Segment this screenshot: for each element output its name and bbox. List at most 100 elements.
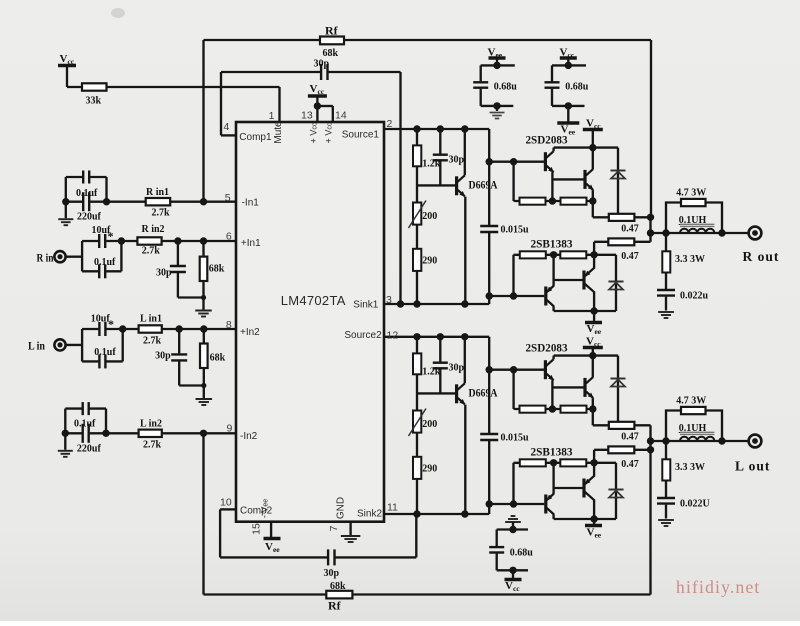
svg-text:30p: 30p <box>156 268 172 279</box>
svg-text:10: 10 <box>220 497 232 509</box>
svg-text:R in: R in <box>37 253 54 265</box>
svg-text:4.7 3W: 4.7 3W <box>676 188 706 199</box>
svg-text:2SD2083: 2SD2083 <box>526 341 568 355</box>
svg-text:+ Vcc: + Vcc <box>324 122 334 143</box>
svg-text:30p: 30p <box>324 568 340 579</box>
svg-text:68k: 68k <box>330 581 346 592</box>
svg-text:0.015u: 0.015u <box>501 433 530 444</box>
svg-text:Source1: Source1 <box>342 130 380 141</box>
svg-text:Mute: Mute <box>273 121 284 144</box>
svg-text:2.7k: 2.7k <box>143 440 162 451</box>
svg-text:Vee: Vee <box>587 527 602 540</box>
svg-text:GND: GND <box>336 497 347 519</box>
svg-text:1.2k: 1.2k <box>422 367 441 378</box>
svg-text:290: 290 <box>422 464 437 475</box>
svg-text:2: 2 <box>387 118 393 130</box>
svg-text:10uf: 10uf <box>91 314 111 325</box>
svg-text:68k: 68k <box>210 353 226 364</box>
svg-text:Source2: Source2 <box>344 330 382 341</box>
svg-text:0.1UH: 0.1UH <box>679 423 707 434</box>
svg-text:290: 290 <box>422 256 437 267</box>
svg-text:7: 7 <box>328 525 340 531</box>
svg-text:Rf: Rf <box>328 599 342 613</box>
svg-text:1: 1 <box>269 110 275 122</box>
svg-text:200: 200 <box>422 419 437 430</box>
svg-text:13: 13 <box>301 110 313 122</box>
svg-text:2SB1383: 2SB1383 <box>531 444 573 458</box>
svg-text:R in2: R in2 <box>142 224 165 235</box>
svg-text:0.022U: 0.022U <box>680 499 710 510</box>
svg-text:4.7 3W: 4.7 3W <box>676 396 706 407</box>
svg-text:Sink2: Sink2 <box>357 509 382 520</box>
svg-text:0.1UH: 0.1UH <box>679 215 707 226</box>
svg-text:D669A: D669A <box>469 386 498 400</box>
svg-text:0.1uf: 0.1uf <box>74 419 96 430</box>
svg-text:11: 11 <box>387 502 398 514</box>
svg-text:6: 6 <box>226 231 232 243</box>
svg-text:+In1: +In1 <box>241 238 261 249</box>
svg-text:30p: 30p <box>155 351 171 362</box>
svg-text:L in1: L in1 <box>140 314 162 325</box>
svg-text:2.7k: 2.7k <box>143 336 162 347</box>
svg-text:4: 4 <box>224 121 230 133</box>
svg-text:3: 3 <box>386 294 392 306</box>
svg-text:-In2: -In2 <box>240 431 258 442</box>
svg-text:0.68u: 0.68u <box>565 82 589 93</box>
svg-text:0.015u: 0.015u <box>501 225 530 236</box>
svg-text:Vcc: Vcc <box>505 580 520 593</box>
svg-text:2.7k: 2.7k <box>152 208 171 219</box>
svg-text:9: 9 <box>227 423 233 435</box>
svg-text:33k: 33k <box>86 96 102 107</box>
svg-text:0.1uf: 0.1uf <box>76 188 98 199</box>
svg-text:Vcc: Vcc <box>310 83 325 96</box>
svg-text:hifidiy.net: hifidiy.net <box>676 577 760 597</box>
svg-text:1.2k: 1.2k <box>422 159 441 170</box>
svg-text:L in: L in <box>28 341 46 353</box>
svg-text:Vcc: Vcc <box>586 336 601 349</box>
svg-text:Vee: Vee <box>561 124 576 137</box>
svg-text:2SB1383: 2SB1383 <box>531 236 573 250</box>
svg-text:0.68u: 0.68u <box>494 82 518 93</box>
svg-text:3.3 3W: 3.3 3W <box>675 462 705 473</box>
svg-text:*: * <box>108 317 114 331</box>
svg-text:3.3 3W: 3.3 3W <box>675 254 705 265</box>
svg-text:+ Vcc: + Vcc <box>309 122 319 143</box>
svg-text:0.47: 0.47 <box>621 224 639 235</box>
svg-text:R in1: R in1 <box>146 187 169 198</box>
svg-text:15: 15 <box>251 523 263 535</box>
svg-text:Comp1: Comp1 <box>239 132 272 143</box>
svg-text:- Vee: - Vee <box>260 499 270 518</box>
svg-text:8: 8 <box>226 319 232 331</box>
svg-text:Vee: Vee <box>587 323 602 336</box>
svg-text:R out: R out <box>743 249 780 264</box>
svg-text:200: 200 <box>422 211 437 222</box>
svg-text:*: * <box>108 229 114 243</box>
svg-text:0.68u: 0.68u <box>510 548 534 559</box>
svg-text:12: 12 <box>387 330 399 342</box>
svg-text:10uf: 10uf <box>92 225 112 236</box>
svg-text:30p: 30p <box>449 363 465 374</box>
svg-text:2.7k: 2.7k <box>142 246 161 257</box>
svg-text:0.022u: 0.022u <box>680 291 709 302</box>
svg-text:-In1: -In1 <box>242 198 260 209</box>
svg-text:5: 5 <box>225 192 231 204</box>
svg-text:2SD2083: 2SD2083 <box>526 133 568 147</box>
svg-text:68k: 68k <box>323 48 339 59</box>
svg-text:L in2: L in2 <box>140 419 162 430</box>
svg-text:Vee: Vee <box>265 541 280 554</box>
svg-text:0.47: 0.47 <box>621 251 639 262</box>
svg-text:Comp2: Comp2 <box>240 506 273 517</box>
svg-text:Sink1: Sink1 <box>353 300 378 311</box>
svg-text:Rf: Rf <box>325 24 339 38</box>
svg-text:30p: 30p <box>449 155 465 166</box>
svg-text:+In2: +In2 <box>240 327 260 338</box>
svg-text:D669A: D669A <box>469 178 498 192</box>
svg-text:220uf: 220uf <box>77 212 102 223</box>
svg-text:14: 14 <box>335 110 347 122</box>
svg-text:68k: 68k <box>209 264 225 275</box>
svg-text:220uf: 220uf <box>77 444 102 455</box>
svg-text:0.47: 0.47 <box>621 459 639 470</box>
svg-text:L out: L out <box>735 459 770 474</box>
svg-text:0.1uf: 0.1uf <box>94 257 116 268</box>
svg-text:Vcc: Vcc <box>586 118 601 131</box>
